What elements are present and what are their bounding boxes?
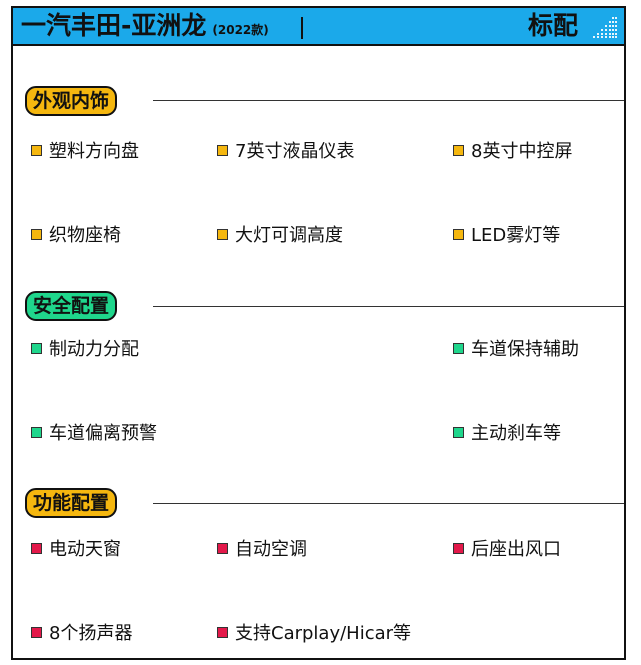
- bullet-square-icon: [31, 343, 42, 354]
- section-title-safety: 安全配置: [25, 291, 118, 321]
- list-item: 车道保持辅助: [453, 338, 579, 362]
- signal-bars-icon: [593, 17, 617, 38]
- section-divider: [153, 503, 624, 504]
- list-item: 8英寸中控屏: [453, 140, 572, 164]
- standard-label: 标配: [527, 11, 578, 40]
- bullet-square-icon: [217, 145, 228, 156]
- text-cursor: [301, 17, 303, 39]
- bullet-square-icon: [453, 427, 464, 438]
- bullet-square-icon: [217, 229, 228, 240]
- list-item: 后座出风口: [453, 538, 561, 562]
- list-item: 支持Carplay/Hicar等: [217, 622, 411, 646]
- bullet-square-icon: [217, 627, 228, 638]
- list-item: 车道偏离预警: [31, 422, 157, 446]
- list-item: 电动天窗: [31, 538, 121, 562]
- config-card: 一汽丰田-亚洲龙 (2022款) 标配 外观内饰 塑料方向盘 7英寸液晶仪表 8英…: [11, 6, 626, 660]
- bullet-square-icon: [31, 229, 42, 240]
- header-bar: 一汽丰田-亚洲龙 (2022款) 标配: [13, 8, 624, 46]
- page-title: 一汽丰田-亚洲龙 (2022款): [21, 10, 269, 46]
- list-item: 大灯可调高度: [217, 224, 343, 248]
- model-year: (2022款): [212, 23, 269, 37]
- bullet-square-icon: [453, 543, 464, 554]
- bullet-square-icon: [453, 145, 464, 156]
- bullet-square-icon: [453, 343, 464, 354]
- bullet-square-icon: [31, 543, 42, 554]
- section-divider: [153, 100, 624, 101]
- bullet-square-icon: [217, 543, 228, 554]
- bullet-square-icon: [31, 145, 42, 156]
- section-title-features: 功能配置: [25, 488, 118, 518]
- list-item: 7英寸液晶仪表: [217, 140, 354, 164]
- list-item: 塑料方向盘: [31, 140, 139, 164]
- list-item: LED雾灯等: [453, 224, 560, 248]
- bullet-square-icon: [31, 627, 42, 638]
- car-model-title: 一汽丰田-亚洲龙: [21, 11, 207, 40]
- list-item: 主动刹车等: [453, 422, 561, 446]
- list-item: 制动力分配: [31, 338, 139, 362]
- list-item: 8个扬声器: [31, 622, 132, 646]
- bullet-square-icon: [31, 427, 42, 438]
- list-item: 自动空调: [217, 538, 307, 562]
- list-item: 织物座椅: [31, 224, 121, 248]
- section-divider: [153, 306, 624, 307]
- section-title-exterior-interior: 外观内饰: [25, 86, 118, 116]
- bullet-square-icon: [453, 229, 464, 240]
